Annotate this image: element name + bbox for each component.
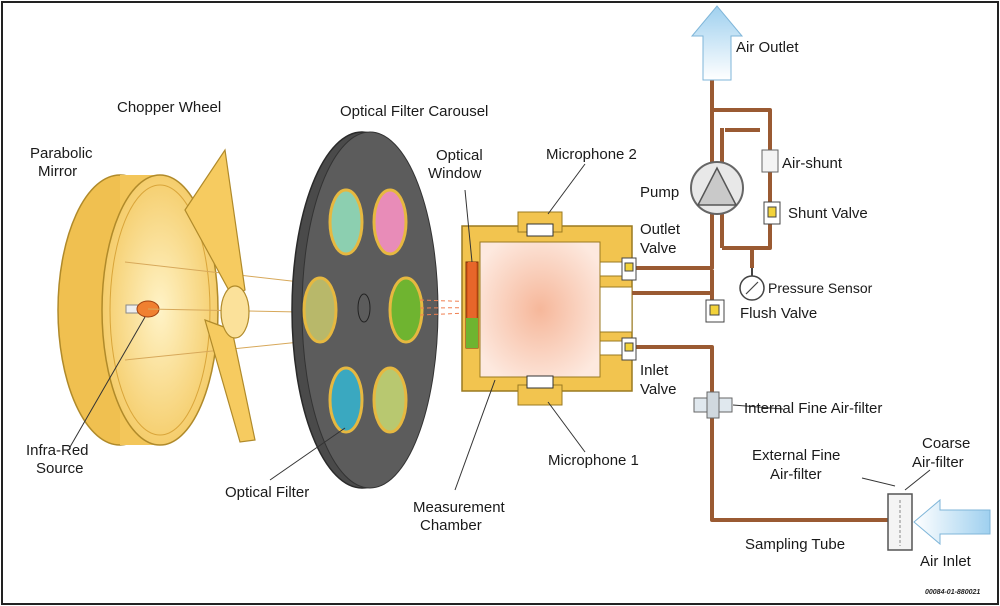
label-sampling-tube: Sampling Tube	[745, 536, 845, 553]
label-parabolic-mirror-2: Mirror	[38, 163, 77, 180]
label-measurement-chamber-1: Measurement	[413, 499, 506, 516]
chopper-wheel	[184, 148, 256, 443]
label-microphone-1: Microphone 1	[548, 452, 639, 469]
label-air-shunt: Air-shunt	[782, 155, 843, 172]
label-infra-red-2: Source	[36, 460, 84, 477]
label-pump: Pump	[640, 184, 679, 201]
label-inlet-valve-1: Inlet	[640, 362, 669, 379]
air-shunt	[761, 149, 779, 173]
pump	[690, 161, 744, 215]
internal-fine-air-filter	[693, 391, 733, 419]
outlet-valve	[621, 257, 637, 281]
leader-lines	[69, 163, 931, 491]
label-inlet-valve-2: Valve	[640, 381, 676, 398]
label-external-fine-2: Air-filter	[770, 466, 822, 483]
label-outlet-valve-2: Valve	[640, 240, 676, 257]
optical-filter-carousel	[291, 131, 439, 489]
label-coarse-filter-2: Air-filter	[912, 454, 964, 471]
label-optical-window-2: Window	[428, 165, 482, 182]
measurement-chamber	[461, 211, 633, 406]
pressure-sensor	[739, 268, 765, 301]
label-external-fine-1: External Fine	[752, 447, 840, 464]
label-flush-valve: Flush Valve	[740, 305, 817, 322]
label-air-outlet: Air Outlet	[736, 39, 799, 56]
label-coarse-filter-1: Coarse	[922, 435, 970, 452]
label-optical-window-1: Optical	[436, 147, 483, 164]
label-outlet-valve-1: Outlet	[640, 221, 681, 238]
label-optical-filter: Optical Filter	[225, 484, 309, 501]
label-measurement-chamber-2: Chamber	[420, 517, 482, 534]
label-shunt-valve: Shunt Valve	[788, 205, 868, 222]
external-fine-air-filter	[887, 493, 913, 551]
label-air-inlet: Air Inlet	[920, 553, 972, 570]
label-internal-fine-air-filter: Internal Fine Air-filter	[744, 400, 882, 417]
air-outlet-arrow	[690, 5, 744, 81]
label-optical-filter-carousel: Optical Filter Carousel	[340, 103, 488, 120]
label-microphone-2: Microphone 2	[546, 146, 637, 163]
label-infra-red-1: Infra-Red	[26, 442, 89, 459]
flush-valve	[705, 299, 725, 323]
figure-code: 00084-01-880021	[925, 589, 980, 596]
label-pressure-sensor: Pressure Sensor	[768, 280, 873, 296]
air-inlet-arrow	[913, 498, 991, 546]
label-chopper-wheel: Chopper Wheel	[117, 99, 221, 116]
label-parabolic-mirror-1: Parabolic	[30, 145, 93, 162]
shunt-valve	[763, 201, 781, 225]
labels: Parabolic Mirror Chopper Wheel Optical F…	[26, 39, 980, 596]
inlet-valve	[621, 337, 637, 361]
parabolic-mirror	[57, 174, 219, 446]
